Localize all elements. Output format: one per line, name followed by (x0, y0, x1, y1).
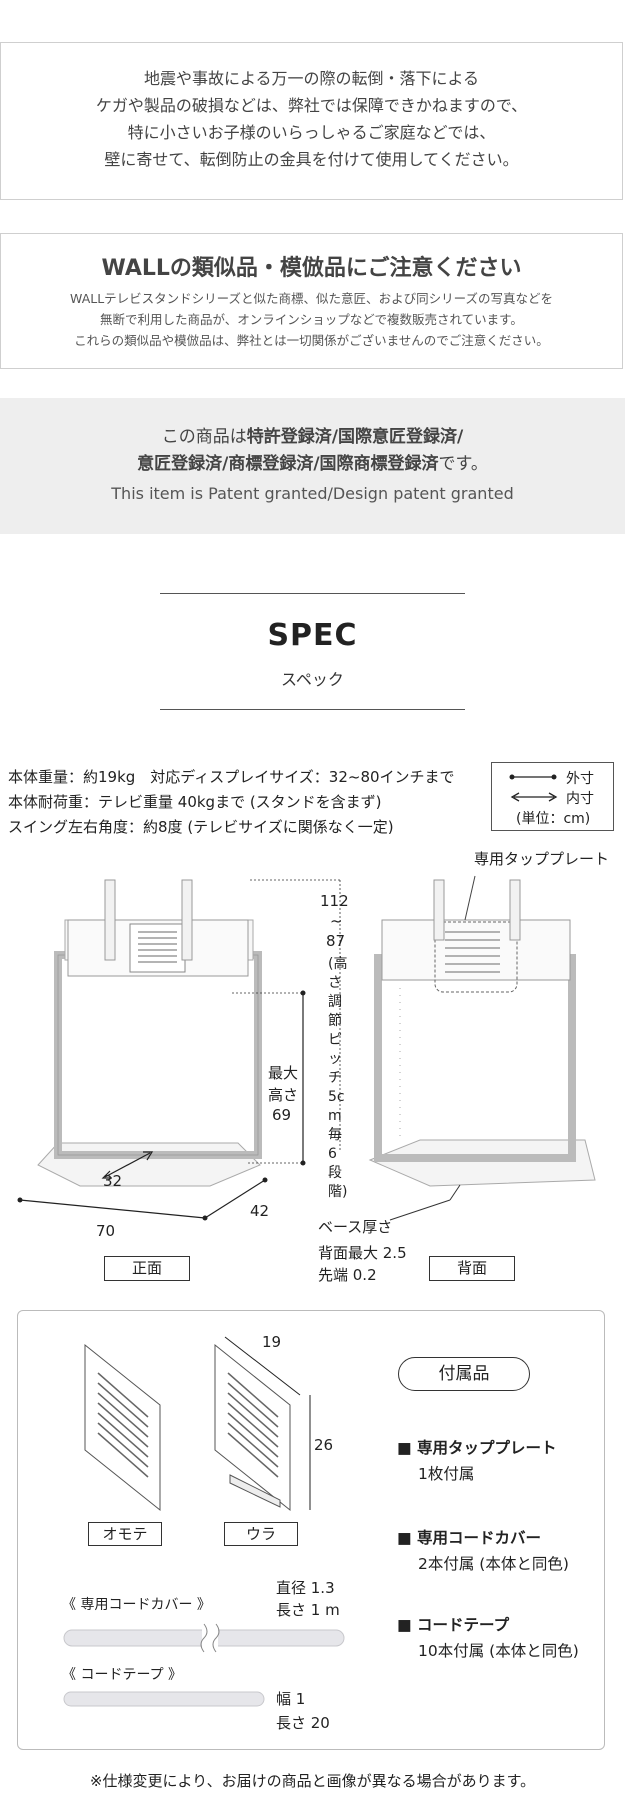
accessory-qty: 2本付属 (本体と同色) (418, 1555, 569, 1573)
notice-line: 壁に寄せて、転倒防止の金具を付けて使用してください。 (104, 150, 519, 169)
base-thickness-label: ベース厚さ (318, 1218, 393, 1236)
spec-line: 本体重量：約19kg 対応ディスプレイサイズ：32~80インチまで (8, 768, 455, 786)
accessory-name: 専用タッププレート (417, 1439, 557, 1457)
cord-tape-label: 《 コードテープ 》 (62, 1667, 183, 1683)
accessory-item: ■ コードテープ (397, 1616, 510, 1634)
accessory-item: ■ 専用タッププレート (397, 1439, 557, 1457)
back-max-thickness: 背面最大 2.5 (318, 1244, 407, 1262)
front-view-drawing (17, 879, 341, 1221)
cord-cover-length: 長さ 1 m (276, 1601, 340, 1619)
accessory-name: コードテープ (417, 1616, 510, 1634)
notice-line: 地震や事故による万一の際の転倒・落下による (143, 69, 480, 88)
legend-unit: (単位：cm) (516, 811, 591, 827)
legend-arrows (509, 774, 558, 802)
front-dim-pitch: (高さ調節ピッチ5cm毎6段階) (328, 956, 348, 1200)
patent-line-2: 意匠登録済/商標登録済/国際商標登録済です。 (0, 451, 625, 478)
front-dim-tilde: ~ (330, 912, 343, 930)
spec-line: スイング左右角度：約8度 (テレビサイズに関係なく一定) (8, 818, 394, 836)
plate-back-label: ウラ (224, 1522, 298, 1546)
front-view-label: 正面 (104, 1256, 190, 1281)
accessory-qty: 1枚付属 (418, 1465, 475, 1483)
cord-cover-diameter: 直径 1.3 (276, 1579, 335, 1597)
accessory-name: 専用コードカバー (417, 1529, 542, 1547)
accessories-title: 付属品 (398, 1357, 530, 1391)
legend-inner: 内寸 (566, 791, 594, 807)
safety-notice-box: 地震や事故による万一の際の転倒・落下による ケガや製品の破損などは、弊社では保障… (0, 42, 623, 200)
max-height-label-1: 最大 (268, 1064, 299, 1082)
plate-front-label: オモテ (88, 1522, 162, 1546)
patent-bold-text: 意匠登録済/商標登録済/国際商標登録済 (137, 454, 439, 474)
front-depth: 42 (250, 1202, 270, 1220)
cord-cover-label: 《 専用コードカバー 》 (62, 1597, 211, 1613)
legend-outer: 外寸 (566, 771, 594, 787)
tap-plate-callout: 専用タッププレート (474, 850, 610, 868)
imitation-warning-box: WALLの類似品・模倣品にご注意ください WALLテレビスタンドシリーズと似た商… (0, 233, 623, 369)
plate-height: 26 (314, 1436, 334, 1454)
spec-title: SPEC (267, 618, 358, 653)
notice-line: 特に小さいお子様のいらっしゃるご家庭などでは、 (127, 123, 496, 142)
patent-text: です。 (438, 454, 488, 474)
max-height-label-2: 高さ (268, 1086, 299, 1104)
tip-thickness: 先端 0.2 (318, 1266, 377, 1284)
front-dim-top-a: 112 (320, 892, 349, 910)
spec-line: 本体耐荷重：テレビ重量 40kgまで (スタンドを含まず) (8, 793, 382, 811)
patent-banner: この商品は特許登録済/国際意匠登録済/ 意匠登録済/商標登録済/国際商標登録済で… (0, 398, 625, 534)
spec-bottom-divider (160, 709, 465, 710)
imitation-line: 無断で利用した商品が、オンラインショップなどで複数販売されています。 (100, 312, 523, 327)
footer-note: ※仕様変更により、お届けの商品と画像が異なる場合があります。 (89, 1772, 536, 1790)
tap-plate-drawing (84, 1336, 311, 1512)
cord-cover-drawing (63, 1623, 345, 1653)
spec-top-divider (160, 593, 465, 594)
patent-text: この商品は (161, 427, 247, 447)
back-view-drawing (368, 875, 596, 1221)
patent-line-1: この商品は特許登録済/国際意匠登録済/ (0, 424, 625, 451)
patent-english: This item is Patent granted/Design paten… (111, 484, 514, 503)
accessory-qty: 10本付属 (本体と同色) (418, 1642, 579, 1660)
accessory-item: ■ 専用コードカバー (397, 1529, 542, 1547)
front-dim-top-b: 87 (326, 932, 346, 950)
notice-line: ケガや製品の破損などは、弊社では保障できかねますので、 (95, 96, 528, 115)
max-height-value: 69 (272, 1106, 292, 1124)
spec-subtitle: スペック (281, 670, 344, 689)
cord-tape-width: 幅 1 (276, 1690, 306, 1708)
imitation-line: WALLテレビスタンドシリーズと似た商標、似た意匠、および同シリーズの写真などを (70, 291, 553, 306)
cord-tape-drawing (63, 1691, 265, 1707)
accessories-box (17, 1310, 605, 1750)
patent-bold-text: 特許登録済/国際意匠登録済/ (246, 427, 464, 447)
dimension-legend: 外寸 内寸 (単位：cm) (491, 762, 614, 831)
front-width-outer: 70 (96, 1222, 116, 1240)
front-width-inner: 32 (103, 1172, 123, 1190)
plate-width: 19 (262, 1333, 282, 1351)
cord-tape-length: 長さ 20 (276, 1714, 330, 1732)
back-view-label: 背面 (429, 1256, 515, 1281)
imitation-line: これらの類似品や模倣品は、弊社とは一切関係がございませんのでご注意ください。 (74, 333, 549, 348)
imitation-title: WALLの類似品・模倣品にご注意ください (101, 256, 522, 281)
